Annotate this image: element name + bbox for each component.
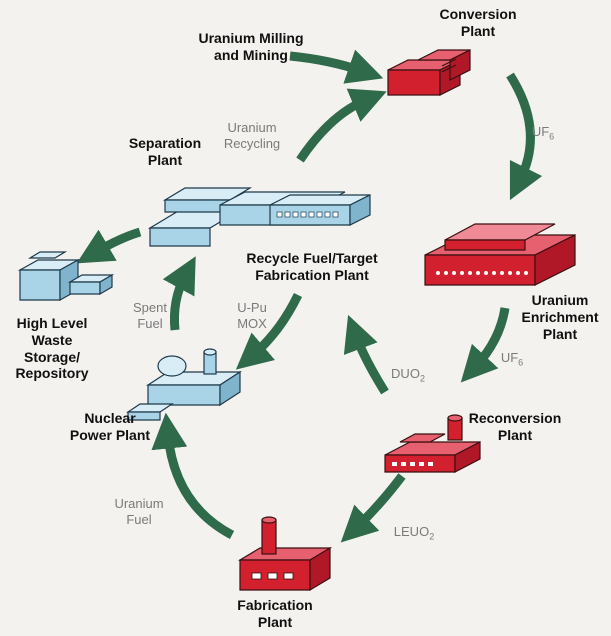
conversion-plant-icon xyxy=(387,49,471,96)
label-uf6-bottom: UF6 xyxy=(500,350,524,368)
arrow-enrichment-to-reconversion xyxy=(460,307,510,383)
label-leuo2: LEUO2 xyxy=(393,524,435,542)
nuclear-power-plant-icon xyxy=(126,348,243,421)
arrow-power-to-separation xyxy=(162,256,196,331)
arrow-recycle-to-power xyxy=(235,293,303,370)
flow-arrows xyxy=(76,49,543,543)
separation-plant-icon xyxy=(147,187,371,247)
arrow-reconversion-to-recycle xyxy=(343,314,389,395)
arrow-milling-to-conversion xyxy=(289,49,384,84)
reconversion-plant-icon xyxy=(384,414,481,473)
arrow-fabrication-to-power xyxy=(151,412,235,539)
arrow-recycling-to-conversion xyxy=(296,88,387,163)
label-duo2: DUO2 xyxy=(391,366,425,384)
fabrication-plant-icon xyxy=(237,516,333,592)
waste-storage-icon xyxy=(17,251,115,302)
arrow-separation-to-waste xyxy=(76,227,142,264)
arrow-reconversion-to-fabrication xyxy=(340,473,406,543)
enrichment-plant-icon xyxy=(424,223,576,286)
arrow-conversion-to-enrichment xyxy=(506,72,543,201)
label-uf6-top: UF6 xyxy=(531,124,555,142)
